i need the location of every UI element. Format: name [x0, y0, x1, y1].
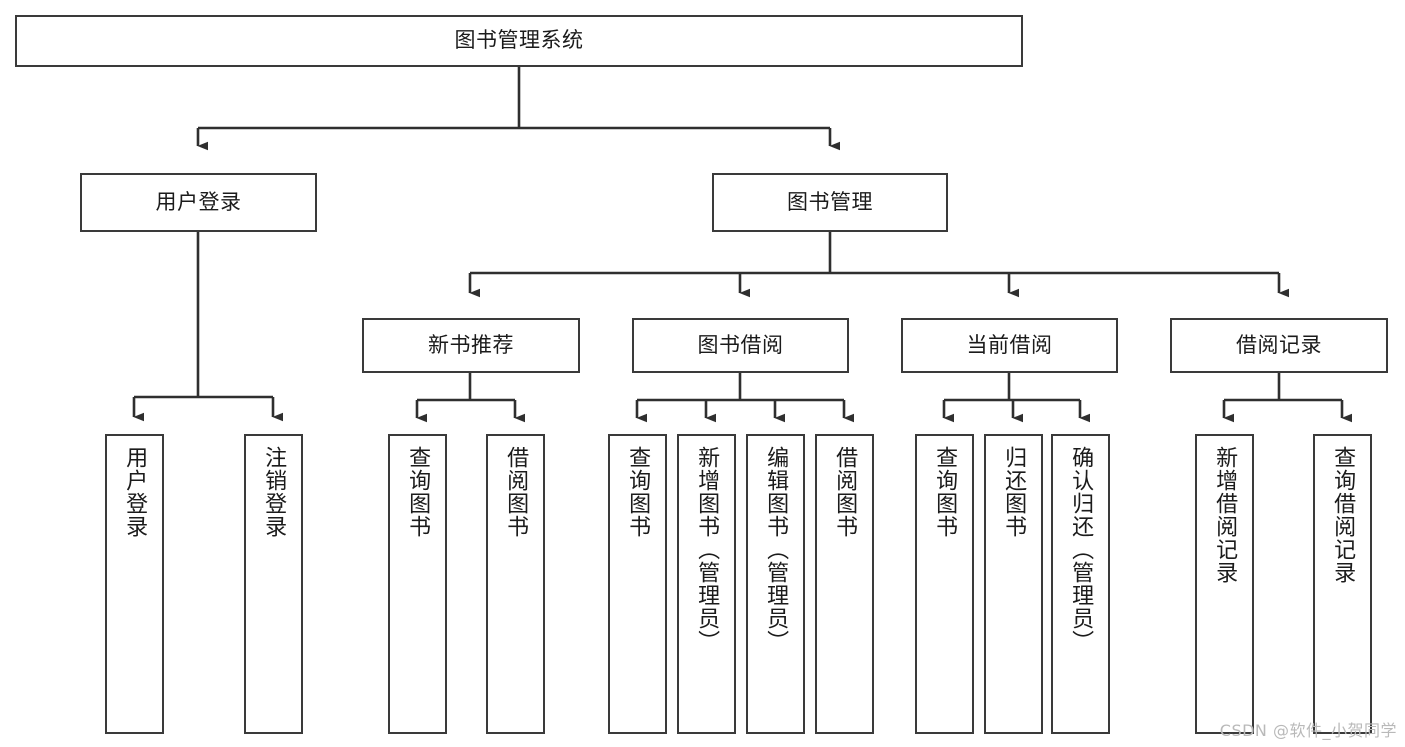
- leaf-current-borrow-return-label: 归还图书: [1001, 446, 1027, 538]
- leaf-book-borrow-add-label: 新增图书（管理员）: [694, 446, 720, 653]
- node-book-borrow[interactable]: 图书借阅: [632, 318, 849, 373]
- leaf-book-borrow-query[interactable]: 查询图书: [608, 434, 667, 734]
- leaf-borrow-record-add-label: 新增借阅记录: [1212, 446, 1238, 584]
- leaf-current-borrow-query-label: 查询图书: [932, 446, 958, 538]
- node-book-management[interactable]: 图书管理: [712, 173, 948, 232]
- leaf-book-borrow-add[interactable]: 新增图书（管理员）: [677, 434, 736, 734]
- leaf-current-borrow-confirm-return[interactable]: 确认归还（管理员）: [1051, 434, 1110, 734]
- node-user-login[interactable]: 用户登录: [80, 173, 317, 232]
- leaf-user-login-logout-label: 注销登录: [261, 446, 287, 538]
- node-book-management-label: 图书管理: [787, 189, 873, 214]
- node-current-borrow[interactable]: 当前借阅: [901, 318, 1118, 373]
- leaf-new-book-borrow[interactable]: 借阅图书: [486, 434, 545, 734]
- node-root-system[interactable]: 图书管理系统: [15, 15, 1023, 67]
- node-root-system-label: 图书管理系统: [454, 28, 584, 53]
- csdn-watermark: CSDN @软件_小贺同学: [1219, 721, 1397, 740]
- leaf-new-book-query[interactable]: 查询图书: [388, 434, 447, 734]
- leaf-book-borrow-borrow-label: 借阅图书: [832, 446, 858, 538]
- leaf-book-borrow-query-label: 查询图书: [625, 446, 651, 538]
- leaf-current-borrow-confirm-return-label: 确认归还（管理员）: [1068, 446, 1094, 653]
- leaf-user-login-login[interactable]: 用户登录: [105, 434, 164, 734]
- leaf-book-borrow-edit[interactable]: 编辑图书（管理员）: [746, 434, 805, 734]
- leaf-new-book-query-label: 查询图书: [405, 446, 431, 538]
- leaf-borrow-record-query[interactable]: 查询借阅记录: [1313, 434, 1372, 734]
- leaf-new-book-borrow-label: 借阅图书: [503, 446, 529, 538]
- node-user-login-label: 用户登录: [155, 189, 242, 214]
- leaf-user-login-login-label: 用户登录: [122, 446, 148, 538]
- leaf-borrow-record-query-label: 查询借阅记录: [1330, 446, 1356, 584]
- node-book-borrow-label: 图书借阅: [697, 332, 784, 357]
- node-borrow-record-label: 借阅记录: [1236, 332, 1322, 357]
- leaf-user-login-logout[interactable]: 注销登录: [244, 434, 303, 734]
- leaf-book-borrow-borrow[interactable]: 借阅图书: [815, 434, 874, 734]
- node-new-book-recommend-label: 新书推荐: [428, 332, 514, 357]
- leaf-current-borrow-return[interactable]: 归还图书: [984, 434, 1043, 734]
- node-current-borrow-label: 当前借阅: [966, 332, 1053, 357]
- leaf-book-borrow-edit-label: 编辑图书（管理员）: [763, 446, 789, 653]
- node-new-book-recommend[interactable]: 新书推荐: [362, 318, 580, 373]
- node-borrow-record[interactable]: 借阅记录: [1170, 318, 1388, 373]
- leaf-current-borrow-query[interactable]: 查询图书: [915, 434, 974, 734]
- leaf-borrow-record-add[interactable]: 新增借阅记录: [1195, 434, 1254, 734]
